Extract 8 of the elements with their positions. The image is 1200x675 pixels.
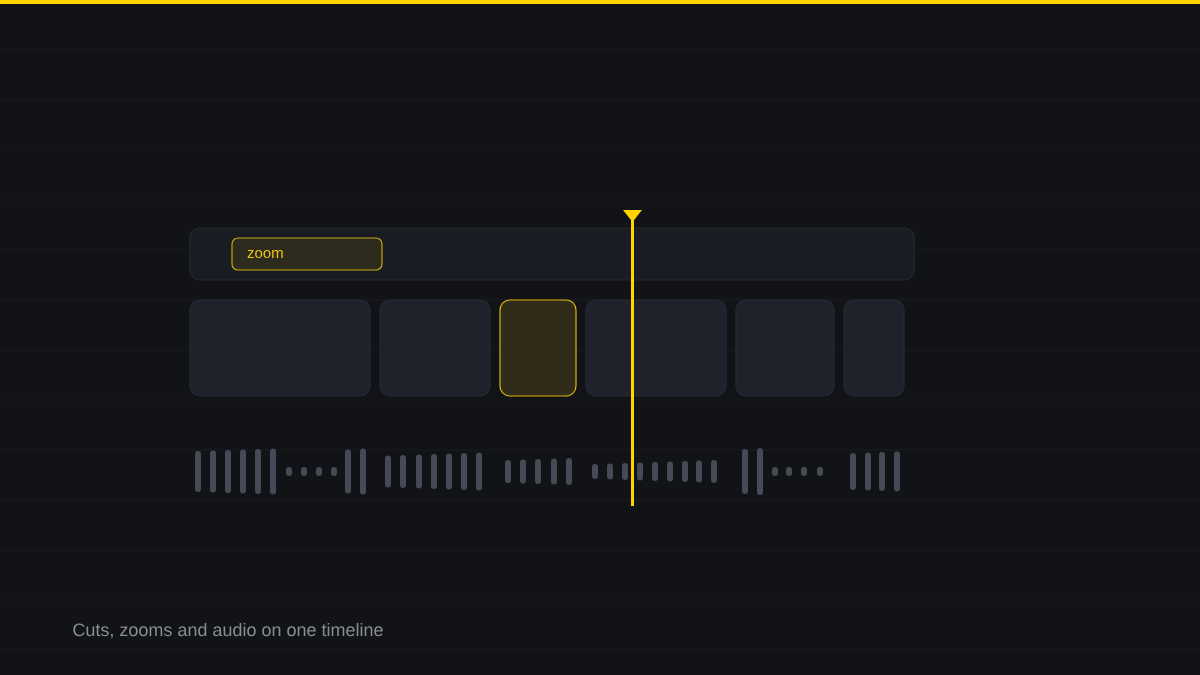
clip-block xyxy=(379,299,491,397)
clip-block xyxy=(585,299,727,397)
clip-block xyxy=(499,299,577,397)
clip-block xyxy=(843,299,905,397)
clip-block xyxy=(735,299,835,397)
clip-block xyxy=(189,299,371,397)
caption: Cuts, zooms and audio on one timeline xyxy=(73,622,383,639)
zoom-clip: zoom xyxy=(231,237,383,271)
